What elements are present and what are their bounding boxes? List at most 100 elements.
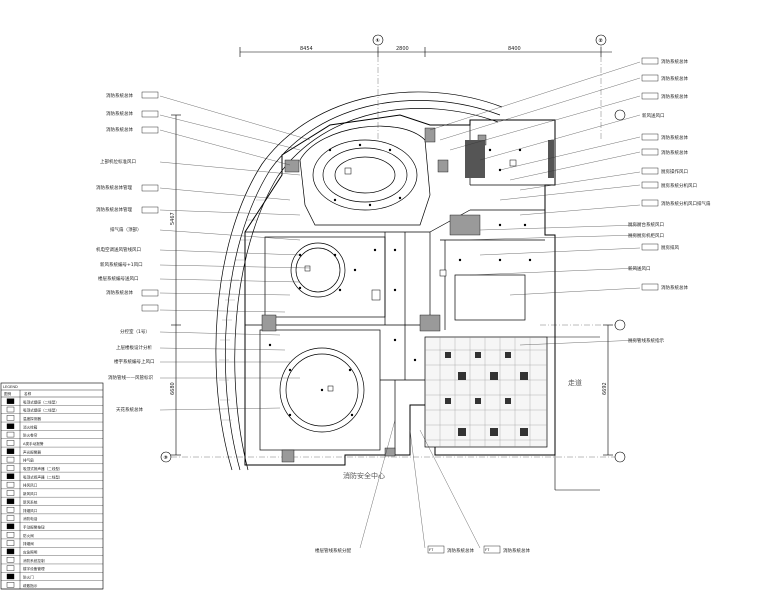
legend-row-label: 应急照明 (23, 550, 38, 555)
facade-hatch (219, 199, 266, 421)
callout-label: 分控室（1号） (120, 328, 150, 335)
legend-symbol (6, 465, 15, 471)
svg-text:消防系统总体: 消防系统总体 (661, 284, 688, 291)
legend-symbol (6, 506, 15, 513)
legend-row-label: 防火门 (23, 575, 34, 580)
round-room-lower (259, 329, 381, 451)
tag-box (141, 126, 159, 134)
hatched-column (548, 140, 554, 178)
callout-label: 消防系统总体管理 (96, 206, 132, 213)
legend-symbol (6, 415, 15, 421)
svg-text:消防系统总体: 消防系统总体 (661, 75, 688, 82)
svg-text:消防系统总体: 消防系统总体 (661, 149, 688, 156)
legend-row-label: 消防系统控制 (23, 558, 45, 563)
legend-row-label: 消防电话 (23, 516, 38, 521)
legend-row-label: 温度探测器 (23, 416, 41, 421)
legend-symbol (6, 423, 15, 429)
tag-box (141, 91, 159, 99)
left-dimension-line (171, 114, 181, 456)
svg-text:FT: FT (429, 548, 434, 552)
legend-symbol (6, 490, 15, 496)
callout-label: 机电空调送风管线风口 (96, 246, 141, 253)
walkway-label: 走道 (568, 378, 582, 387)
legend-symbol (6, 398, 15, 404)
legend-row-label: 排气扇 (23, 458, 34, 463)
callout-label: 楼层系统编号送风口 (98, 275, 139, 282)
legend-row-label: 吸顶式烟感（二线型） (23, 408, 59, 413)
dimension-label: 5467 (170, 212, 176, 225)
legend-row-label: 手动报警按钮 (23, 524, 45, 529)
svg-text:厨房管线系统指示: 厨房管线系统指示 (628, 337, 664, 344)
legend-symbol (6, 440, 15, 446)
svg-text:厨房厨台系统风口: 厨房厨台系统风口 (628, 221, 664, 228)
legend-row-label: 防火卷帘 (23, 433, 38, 438)
legend-title: LEGEND (3, 385, 18, 389)
legend-symbol (6, 548, 15, 555)
legend-symbol (6, 540, 15, 546)
grid-label: ③ (164, 455, 168, 461)
legend-row-label: 吸顶式烟感（二线型） (23, 399, 59, 404)
legend-row-label: 防火阀 (23, 533, 34, 538)
dimension-label: 8400 (508, 46, 521, 52)
dimension-label: 6680 (170, 382, 176, 395)
legend-symbol (6, 456, 15, 463)
right-callouts: 消防系统总体 消防系统总体 消防系统总体 新风送风口 消防系统总体 消防系统总体… (628, 57, 711, 344)
ceiling-grid-area (424, 336, 548, 448)
legend-row-label: 楼宇设备管理 (23, 566, 45, 571)
svg-text:消防系统总体: 消防系统总体 (661, 58, 688, 65)
svg-text:消防系统总体: 消防系统总体 (661, 93, 688, 100)
tag-box (141, 110, 159, 118)
callout-label: 消防系统总体 (106, 289, 133, 296)
dimension-label: 2800 (396, 46, 409, 52)
svg-text:FT: FT (485, 548, 490, 552)
callout-label: 消防系统总体管理 (96, 184, 132, 191)
callout-label: 上部机位标准风口 (100, 158, 136, 165)
tag-box (141, 304, 159, 312)
legend-symbol (6, 448, 15, 454)
interior-walls (245, 125, 545, 455)
legend-symbol (6, 523, 15, 530)
legend-row-label: 排烟风口 (23, 508, 38, 513)
legend-row-label: 吸顶式扬声器（二线型） (23, 474, 63, 479)
grid-bubbles (160, 34, 626, 463)
callout-label: 上层楼板设计分析 (116, 344, 152, 351)
tag-box (141, 184, 159, 192)
callout-label: 天花系统总体 (116, 406, 143, 413)
bottom-callouts: 楼层管线系统分配 FT 消防系统总体 FT 消防系统总体 (315, 545, 530, 554)
legend-row-label: 疏散指示 (23, 583, 38, 588)
callout-label: 楼宇系统编号上风口 (114, 358, 155, 365)
dimension-label: 6692 (602, 382, 608, 395)
grid-label: ② (599, 38, 603, 44)
legend-row-label: 新风风口 (23, 491, 38, 496)
round-room-middle (264, 236, 386, 318)
legend-row-label: A类手动报警 (23, 441, 44, 446)
legend-symbol (6, 565, 15, 571)
legend-symbol (6, 573, 15, 580)
legend-symbol (6, 406, 15, 413)
legend-symbol (6, 431, 15, 438)
hatched-column (465, 140, 485, 178)
legend-row-label: 声光报警器 (23, 449, 41, 454)
bottom-leader-lines (359, 419, 481, 549)
svg-text:新风送风口: 新风送风口 (642, 112, 665, 119)
svg-text:厨房操作风口: 厨房操作风口 (661, 168, 688, 175)
legend-row-label: 吸顶式扬声器（二线型） (23, 466, 63, 471)
right-leader-lines (429, 61, 641, 346)
curved-facade (215, 91, 503, 471)
svg-text:消防系统总体: 消防系统总体 (503, 547, 530, 554)
svg-text:消防系统总体: 消防系统总体 (661, 134, 688, 141)
left-leader-lines (159, 95, 311, 411)
svg-text:消防系统分机风口排气扇: 消防系统分机风口排气扇 (661, 200, 711, 207)
device-symbols (268, 143, 532, 417)
tag-box (141, 289, 159, 297)
svg-text:消防系统总体: 消防系统总体 (447, 547, 474, 554)
left-callouts: 消防系统总体 消防系统总体 消防系统总体 上部机位标准风口 消防系统总体管理 消… (96, 91, 159, 413)
walkway-outline (547, 336, 600, 491)
legend: LEGEND 图例 名称 吸顶式烟感（二线型）吸顶式烟感（二线型）温度探测器消火… (0, 382, 104, 590)
svg-text:厨房系统分机风口: 厨房系统分机风口 (661, 182, 697, 189)
svg-text:厨房厨房机柜风口: 厨房厨房机柜风口 (628, 232, 664, 239)
wall-blocks (261, 127, 487, 463)
callout-label: 消防管线——风管标识 (108, 374, 153, 381)
svg-text:楼层管线系统分配: 楼层管线系统分配 (315, 547, 351, 554)
